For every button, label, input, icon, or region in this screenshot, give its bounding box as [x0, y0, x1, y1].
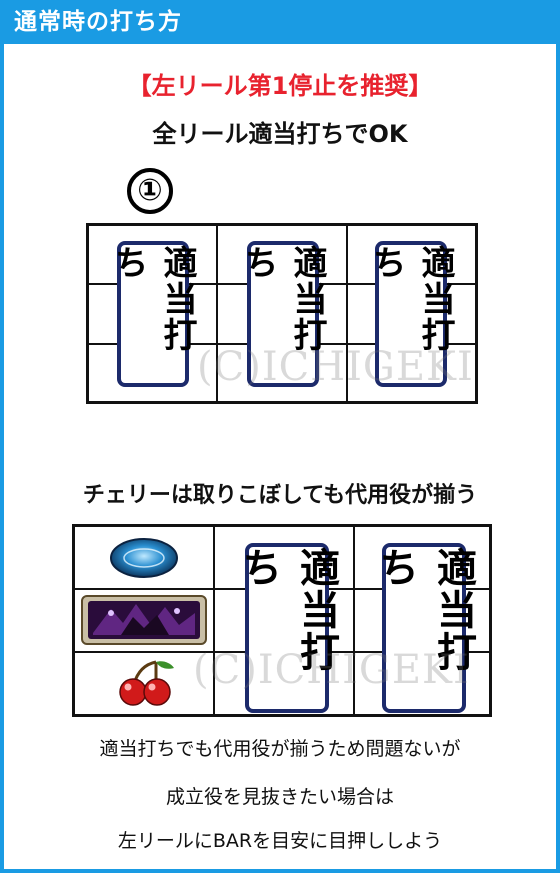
symbol-cell-top: [75, 527, 213, 588]
blue-emblem-icon: [110, 537, 178, 578]
grid-divider: [213, 651, 489, 653]
reel-left-random-box: 適当打ち: [108, 241, 197, 387]
reel-right-random-box: 適当打ち: [366, 241, 455, 387]
reel-right-label: 適当打ち: [372, 547, 476, 673]
content-panel: 【左リール第1停止を推奨】 全リール適当打ちでOK ① 適当打ち 適当打ち 適当…: [4, 44, 556, 869]
copyright-watermark: (C)ICHIGEKI: [197, 344, 474, 390]
grid-divider: [353, 527, 355, 714]
grid-divider: [213, 588, 489, 590]
note-line-3: 左リールにBARを目安に目押ししよう: [117, 830, 443, 852]
symbol-cell-bottom: [75, 651, 213, 714]
grid-divider: [213, 527, 215, 714]
note-line-2: 成立役を見抜きたい場合は: [165, 786, 394, 808]
subtitle-cherry: チェリーは取りこぼしても代用役が揃う: [82, 483, 478, 508]
bar-icon: [81, 594, 207, 645]
reel-grid-cherry: 適当打ち 適当打ち (C)ICHIGEKI: [72, 524, 492, 717]
reel-grid-all: 適当打ち 適当打ち 適当打ち (C)ICHIGEKI: [86, 223, 478, 404]
section-header: 通常時の打ち方: [14, 9, 182, 35]
reel-right-random-box: 適当打ち: [372, 543, 476, 713]
note-line-1: 適当打ちでも代用役が揃うため問題ないが: [99, 738, 461, 760]
reel-center-random-box: 適当打ち: [238, 241, 327, 387]
symbol-cell-middle: [75, 588, 213, 651]
copyright-watermark: (C)ICHIGEKI: [193, 647, 470, 693]
reel-left-label: 適当打ち: [108, 245, 197, 353]
grid-divider: [346, 226, 348, 401]
grid-divider: [75, 651, 213, 653]
recommend-text: 【左リール第1停止を推奨】: [127, 72, 433, 100]
reel-center-label: 適当打ち: [235, 547, 339, 673]
reel-center-random-box: 適当打ち: [235, 543, 339, 713]
subtitle-all-reels: 全リール適当打ちでOK: [152, 120, 408, 148]
reel-center-label: 適当打ち: [238, 245, 327, 353]
cherry-icon: [119, 660, 174, 706]
reel-right-label: 適当打ち: [366, 245, 455, 353]
grid-divider: [75, 588, 213, 590]
step-number-badge: ①: [127, 168, 173, 214]
grid-divider: [216, 226, 218, 401]
